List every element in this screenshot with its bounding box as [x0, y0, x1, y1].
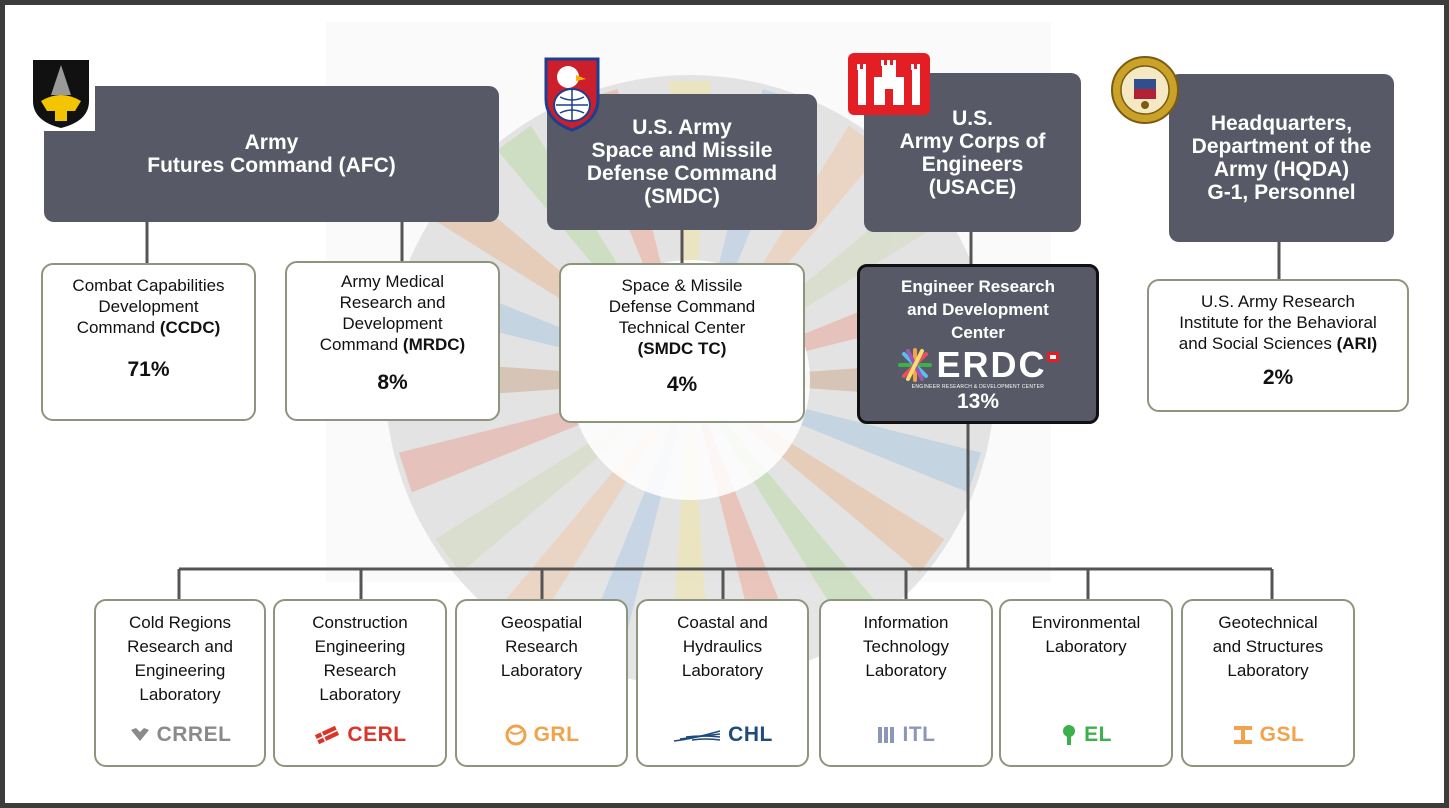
lab-logo-text: EL [1084, 723, 1112, 746]
lab-logo-text: CERL [347, 723, 407, 746]
erdc-title: Engineer Research and Development Center [900, 277, 1055, 342]
erdc-logo: ERDC [860, 344, 1096, 385]
command-ari-name: U.S. Army Research Institute for the Beh… [1178, 292, 1378, 353]
flag-icon [1046, 352, 1059, 362]
command-ccdc-name: Combat Capabilities Development Command … [72, 276, 225, 337]
command-smdctc-box: Space & Missile Defense Command Technica… [559, 263, 805, 423]
lab-crrel-box: Cold Regions Research and Engineering La… [94, 599, 266, 767]
lab-logo-text: CRREL [156, 723, 232, 746]
command-mrdc-box: Army Medical Research and Development Co… [285, 261, 500, 421]
lab-cerl-logo: CERL [275, 721, 445, 749]
lab-name: Geotechnical and Structures Laboratory [1212, 613, 1324, 680]
tree-icon [1060, 724, 1078, 746]
beam-icon [1232, 724, 1254, 746]
lab-el-logo: EL [1001, 721, 1171, 749]
lab-logo-text: CHL [728, 723, 773, 746]
command-ari-percent: 2% [1262, 366, 1294, 389]
lab-name: Geospatial Research Laboratory [500, 613, 583, 680]
lab-name: Information Technology Laboratory [862, 613, 949, 680]
brick-icon [313, 726, 341, 744]
lab-crrel-logo: CRREL [96, 721, 264, 749]
starburst-icon [898, 348, 933, 382]
command-ccdc-percent: 71% [127, 358, 170, 381]
lab-name: Coastal and Hydraulics Laboratory [677, 613, 768, 680]
command-smdctc-name: Space & Missile Defense Command Technica… [608, 276, 756, 358]
army-seal-icon [1111, 56, 1179, 124]
bars-icon [877, 726, 897, 744]
lab-itl-logo: ITL [821, 721, 991, 749]
snowflake-icon [129, 727, 151, 743]
erdc-logo-text: ERDC [936, 344, 1047, 385]
command-mrdc-percent: 8% [377, 371, 408, 394]
lab-name: Environmental Laboratory [1031, 613, 1141, 656]
lab-grl-logo: GRL [457, 721, 626, 749]
lab-logo-text: ITL [902, 723, 936, 746]
lab-gsl-logo: GSL [1183, 721, 1353, 749]
erdc-percent: 13% [956, 390, 1000, 413]
command-mrdc-name: Army Medical Research and Development Co… [319, 272, 466, 354]
lab-chl-logo: CHL [638, 721, 807, 749]
castle-icon [848, 53, 930, 115]
globe-icon [504, 723, 528, 747]
hq-afc-box: Army Futures Command (AFC) [44, 86, 499, 222]
lab-name: Cold Regions Research and Engineering La… [127, 613, 233, 704]
wave-icon [672, 727, 722, 743]
command-smdctc-percent: 4% [666, 373, 698, 396]
lab-logo-text: GSL [1259, 723, 1305, 746]
hq-hqda-box: Headquarters, Department of the Army (HQ… [1169, 74, 1394, 242]
command-ccdc-box: Combat Capabilities Development Command … [41, 263, 256, 421]
lab-logo-text: GRL [533, 723, 580, 746]
lab-cerl-box: Construction Engineering Research Labora… [273, 599, 447, 767]
erdc-box: Engineer Research and Development Center… [857, 264, 1099, 424]
eagle-shield-icon [544, 57, 600, 132]
afc-shield-icon [27, 55, 95, 131]
command-ari-box: U.S. Army Research Institute for the Beh… [1147, 279, 1409, 412]
erdc-logo-tagline: ENGINEER RESEARCH & DEVELOPMENT CENTER [911, 384, 1045, 390]
lab-name: Construction Engineering Research Labora… [312, 613, 408, 704]
